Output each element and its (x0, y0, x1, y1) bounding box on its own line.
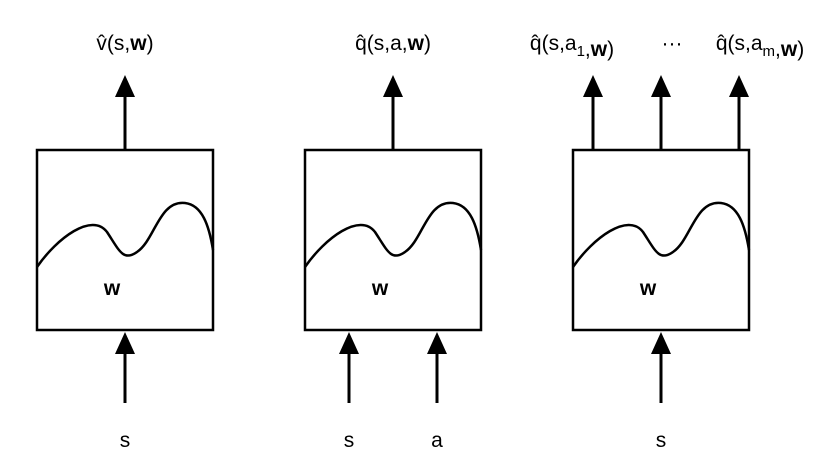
output-arrow (583, 75, 603, 150)
input-arrow (651, 332, 671, 403)
weight-label: w (639, 277, 657, 300)
output-label: q̂(s,a,w) (355, 32, 431, 55)
function-curve (35, 201, 215, 268)
function-curve (571, 201, 751, 268)
output-label: q̂(s,am,w) (716, 32, 804, 61)
panel-action-out: w s q̂(s,a1,w) ··· q̂(s,am,w) (530, 32, 804, 452)
panel-action-in: w s a q̂(s,a,w) (303, 32, 483, 452)
output-label: v̂(s,w) (96, 32, 153, 55)
network-box (571, 148, 751, 332)
network-box (303, 148, 483, 332)
ellipsis-label: ··· (662, 32, 683, 55)
input-arrow (115, 332, 135, 403)
output-label: q̂(s,a1,w) (530, 32, 614, 61)
panel-state-value: w s v̂(s,w) (35, 32, 215, 452)
weight-label: w (103, 277, 121, 300)
output-arrow (651, 75, 671, 150)
output-arrow (729, 75, 749, 150)
input-label: a (431, 429, 443, 452)
network-box (35, 148, 215, 332)
input-label: s (120, 429, 131, 452)
input-label: s (344, 429, 355, 452)
output-arrow (383, 75, 403, 150)
input-arrow (339, 332, 359, 403)
function-curve (303, 201, 483, 268)
weight-label: w (371, 277, 389, 300)
input-arrow (427, 332, 447, 403)
output-arrow (115, 75, 135, 150)
input-label: s (656, 429, 667, 452)
